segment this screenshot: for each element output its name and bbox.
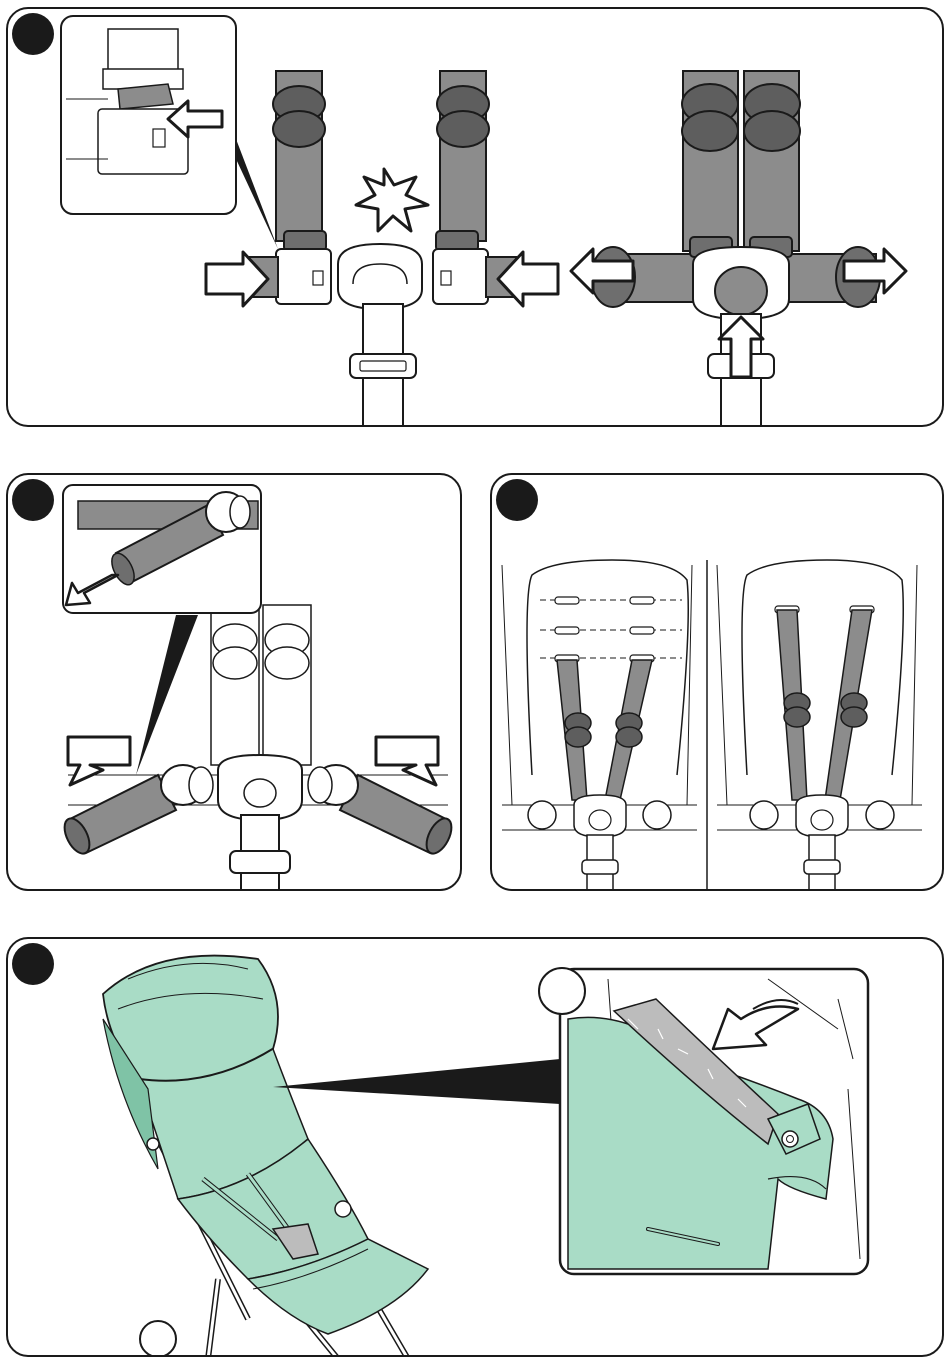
inset-buckle-detail [61,16,236,214]
panel-waist-pads [6,473,462,891]
arrow-down-left-icon [68,737,130,785]
step-badge [496,479,538,521]
seat-upper-slots [717,560,922,891]
inset-velcro-detail [560,969,868,1274]
shoulder-height-illustration [492,475,944,891]
buckle-release [571,71,906,427]
waist-pads-illustration [8,475,462,891]
crotch-buckle-center [338,244,422,427]
panel-shoulder-height [490,473,944,891]
stroller [103,956,428,1357]
stroller-seat-illustration [8,939,944,1357]
panel-buckle-fasten [6,7,944,427]
click-burst-icon [356,169,428,231]
step-badge [12,943,54,985]
inset-pad-detail [63,485,261,613]
arrow-down-right-icon [376,737,438,785]
seat-lower-slots [502,560,697,891]
step-badge [12,13,54,55]
right-shoulder-strap [433,71,516,304]
buckle-fasten-illustration [8,9,944,427]
panel-seat-cover [6,937,944,1357]
detail-badge [538,967,586,1015]
step-badge [12,479,54,521]
